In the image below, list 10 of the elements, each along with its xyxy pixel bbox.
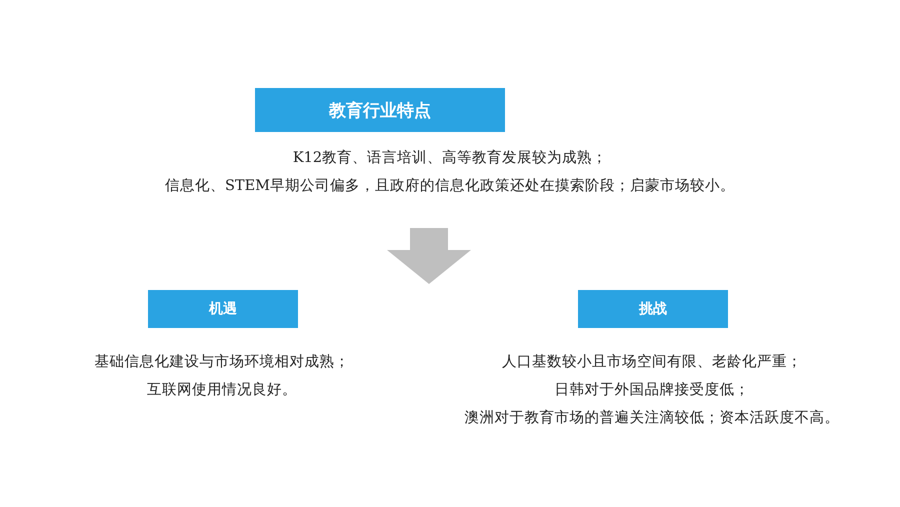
description-text: 澳洲对于教育市场的普遍关注滴较低；资本活跃度不高。	[464, 408, 840, 428]
description-text: 人口基数较小且市场空间有限、老龄化严重；	[502, 352, 802, 372]
header-box: 挑战	[578, 290, 728, 328]
description-text: 互联网使用情况良好。	[147, 380, 297, 400]
header-box: 机遇	[148, 290, 298, 328]
description-text: K12教育、语言培训、高等教育发展较为成熟；	[292, 148, 608, 168]
header-box: 教育行业特点	[255, 88, 505, 132]
description-text: 基础信息化建设与市场环境相对成熟；	[94, 352, 350, 372]
description-text: 日韩对于外国品牌接受度低；	[554, 380, 750, 400]
description-text: 信息化、STEM早期公司偏多，且政府的信息化政策还处在摸索阶段；启蒙市场较小。	[164, 176, 736, 196]
